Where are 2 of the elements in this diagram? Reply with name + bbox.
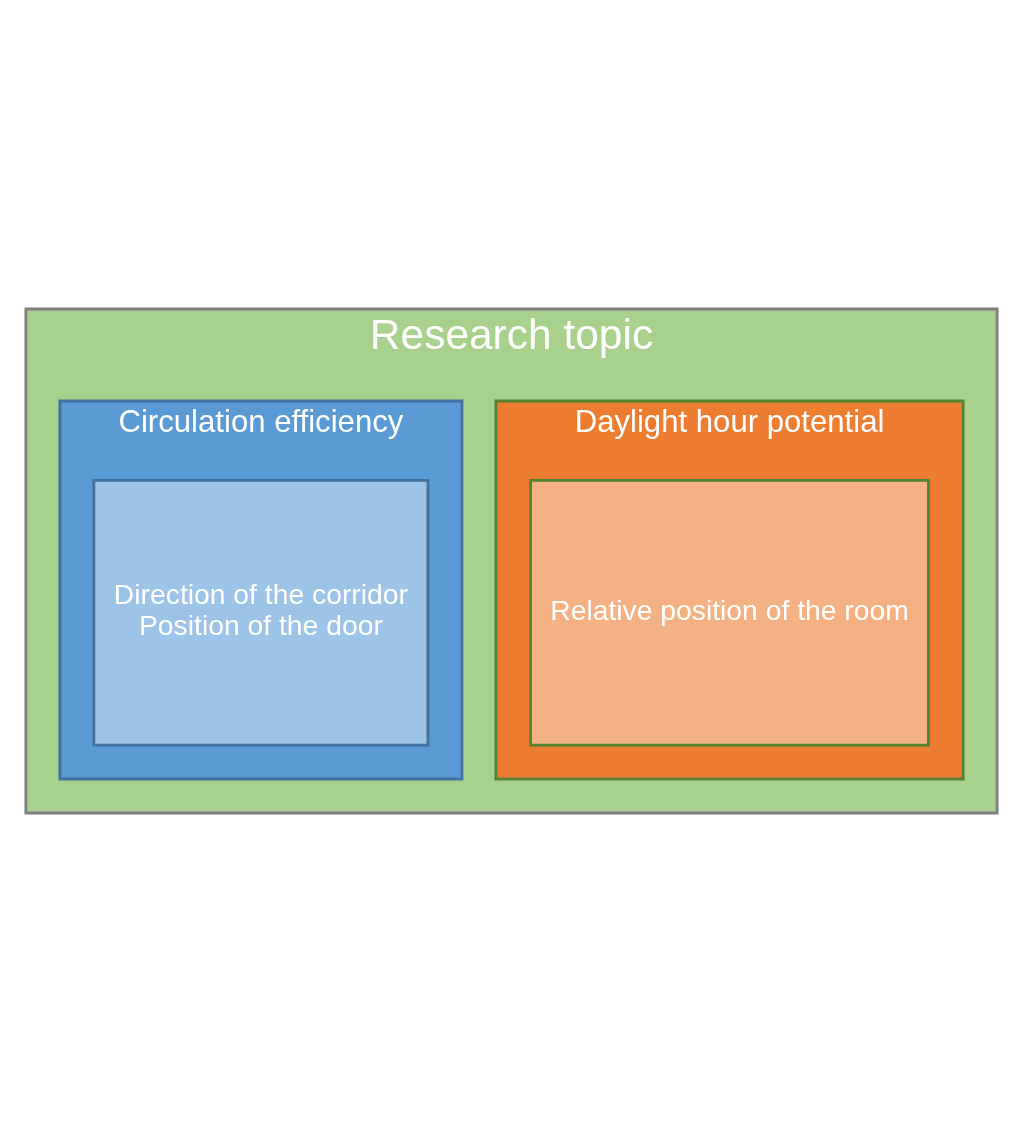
node-box: Direction of the corridor Position of the door bbox=[92, 478, 430, 747]
node-box: Relative position of the room bbox=[529, 478, 930, 747]
